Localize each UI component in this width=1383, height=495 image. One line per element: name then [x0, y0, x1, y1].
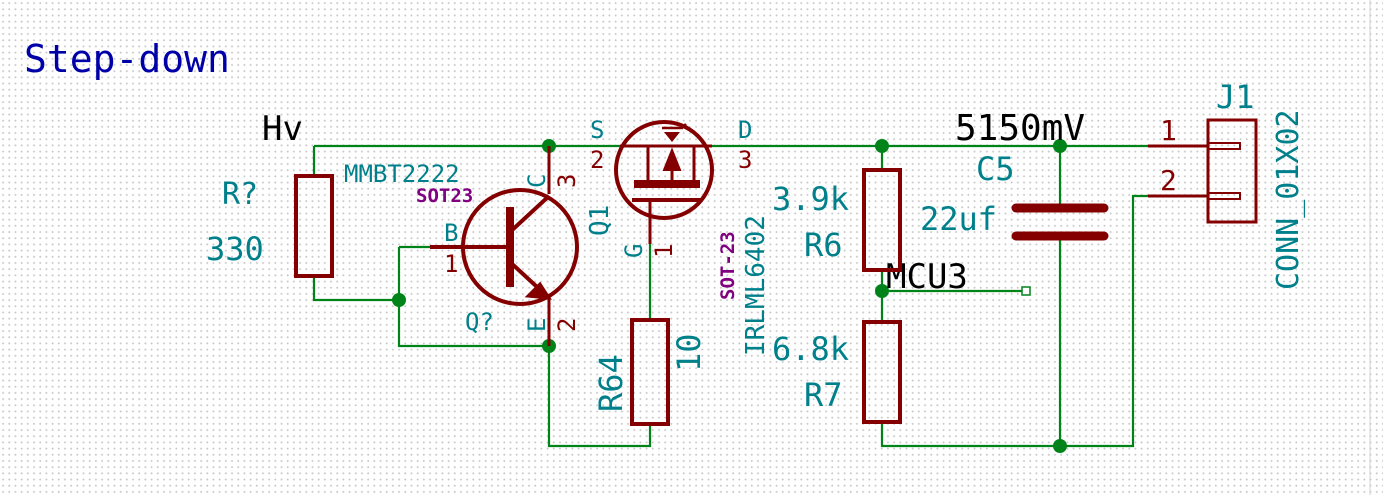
mosfet-pin-d-num: 3	[738, 146, 752, 174]
mosfet-diode-arrow	[662, 147, 682, 171]
resistor-r-top-body	[294, 174, 334, 278]
wire-network	[312, 144, 1148, 448]
mosfet-body-diode	[664, 132, 680, 142]
wire-emitter-to-r64	[547, 298, 652, 448]
resistor-r7-body	[862, 320, 902, 424]
junction-c5-top	[1053, 139, 1067, 153]
wire-r-top-bottom	[312, 276, 399, 302]
resistor-r7: 6.8k R7	[772, 320, 902, 424]
resistor-r64: R64 10	[592, 318, 708, 426]
resistor-r64-body	[630, 318, 670, 426]
mosfet-pin-d-name: D	[738, 116, 752, 144]
bjt-pin-b-name: B	[444, 219, 458, 247]
bjt-pin-c-name: C	[523, 174, 551, 188]
connector-j1-body	[1206, 118, 1258, 224]
mcu-net-flag	[1021, 286, 1031, 296]
resistor-r7-ref: R7	[804, 376, 843, 414]
resistor-r64-value: 10	[670, 333, 708, 372]
resistor-r6-ref: R6	[804, 226, 843, 264]
mosfet-pin-s-num: 2	[590, 146, 604, 174]
schematic-title: Step-down	[24, 37, 230, 81]
connector-j1-pin1-num: 1	[1160, 114, 1177, 147]
mosfet-value: IRLML6402	[741, 215, 771, 356]
mosfet-ref: Q1	[585, 205, 615, 236]
bjt-ref: Q?	[465, 308, 494, 336]
bjt-footprint: SOT23	[416, 185, 473, 207]
net-label-probe: 5150mV	[955, 108, 1085, 149]
bjt-collector-lead	[508, 194, 551, 234]
wire-ground-return	[880, 194, 1148, 448]
connector-j1-pin2-num: 2	[1160, 164, 1177, 197]
resistor-r6: 3.9k R6	[772, 168, 902, 272]
bjt-emitter-arrow	[524, 281, 552, 300]
connector-j1-pin1-contact	[1207, 142, 1241, 150]
mosfet-body	[614, 120, 714, 220]
bjt-pin-c-num: 3	[553, 174, 581, 188]
resistor-r6-value: 3.9k	[772, 180, 849, 218]
junction-ground	[1053, 439, 1067, 453]
mosfet-pin-g-num: 1	[650, 244, 678, 258]
bjt-pin-b-num: 1	[444, 250, 458, 278]
connector-j1-ref: J1	[1216, 78, 1255, 116]
resistor-r-top-ref: R?	[222, 177, 258, 212]
resistor-r6-body	[862, 168, 902, 272]
resistor-r64-ref: R64	[592, 354, 630, 412]
connector-j1-value: CONN_01X02	[1271, 109, 1306, 290]
mosfet-diode-bar	[662, 123, 687, 130]
wire-base-emitter	[397, 247, 549, 348]
mosfet-pin-s-name: S	[590, 116, 604, 144]
net-label-hv: Hv	[262, 109, 303, 149]
mosfet-footprint: SOT-23	[717, 231, 739, 300]
resistor-r-top-value: 330	[206, 230, 264, 268]
capacitor-c5-ref: C5	[976, 150, 1015, 188]
transistor-mosfet: S 2 D 3 G 1 Q1 SOT-23 IRLML6402	[585, 116, 771, 356]
connector-j1: 1 2 J1 CONN_01X02	[1148, 78, 1306, 290]
bjt-pin-e-num: 2	[553, 318, 581, 332]
bjt-value: MMBT2222	[344, 160, 460, 188]
connector-j1-pin2-contact	[1207, 192, 1241, 200]
transistor-bjt: MMBT2222 SOT23 Q? B 1 C 3 E 2	[344, 146, 581, 346]
junction-divider-tap	[875, 284, 889, 298]
bjt-pin-e-name: E	[523, 318, 551, 332]
resistor-r-top: R? 330	[206, 174, 334, 278]
mosfet-pin-g-name: G	[620, 244, 648, 258]
resistor-r7-value: 6.8k	[772, 330, 849, 368]
capacitor-c5: C5 22uf	[920, 150, 1109, 241]
capacitor-c5-value: 22uf	[920, 200, 997, 238]
junction-r6-top	[875, 139, 889, 153]
junction-base	[392, 293, 406, 307]
